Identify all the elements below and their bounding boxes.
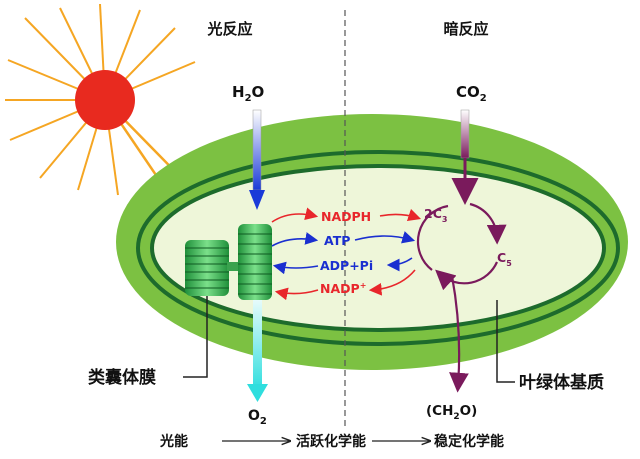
- adp-pi-label: ADP+Pi: [320, 258, 373, 273]
- granum-right: [238, 224, 272, 300]
- energy-stable: 稳定化学能: [434, 433, 504, 450]
- atp-label: ATP: [324, 233, 350, 248]
- water-label: H2O: [232, 83, 264, 104]
- oxygen-label: O2: [248, 408, 267, 427]
- water-arrow-head: [249, 190, 265, 210]
- stroma-callout-line: [496, 300, 515, 383]
- water-input-arrow-shaft: [252, 109, 262, 191]
- cycle-arc-top: [469, 202, 507, 245]
- granum-left: [185, 240, 229, 296]
- atp-arrow-out: [271, 232, 319, 247]
- light-reaction-title: 光反应: [206, 20, 252, 38]
- c3-label: 2C3: [424, 206, 447, 224]
- thylakoid-label: 类囊体膜: [88, 367, 156, 388]
- energy-active: 活跃化学能: [296, 433, 366, 450]
- dark-reaction-title: 暗反应: [443, 20, 488, 38]
- co2-label: CO2: [456, 83, 487, 104]
- stroma-label: 叶绿体基质: [519, 372, 604, 393]
- carbohydrate-label: (CH2O): [426, 403, 477, 422]
- carbohydrate-arrow: [449, 275, 469, 393]
- energy-light: 光能: [159, 433, 188, 450]
- nadp-arrow-out: [274, 287, 319, 301]
- calvin-cycle: [416, 202, 507, 291]
- cycle-arc-bottom: [435, 261, 499, 291]
- adp-arrow-out: [272, 261, 319, 275]
- nadp-label: NADP+: [320, 281, 366, 296]
- atp-arrow-in: [354, 231, 416, 244]
- cycle-arc-left: [416, 204, 449, 271]
- nadph-label: NADPH: [321, 209, 371, 224]
- nadp-arrow-in: [368, 269, 416, 296]
- c5-label: C5: [497, 250, 512, 268]
- nadph-arrow-in: [379, 208, 422, 222]
- stroma-lamella: [227, 262, 241, 271]
- co2-input-arrow-shaft: [460, 109, 470, 159]
- thylakoid-callout-line: [183, 296, 208, 378]
- oxygen-arrow-head: [247, 384, 268, 402]
- sun-icon: [75, 70, 135, 130]
- oxygen-output-arrow-shaft: [253, 300, 262, 390]
- adp-arrow-in: [386, 257, 413, 272]
- nadph-arrow-out: [271, 207, 319, 223]
- chloroplast-outer-membrane: [136, 150, 620, 346]
